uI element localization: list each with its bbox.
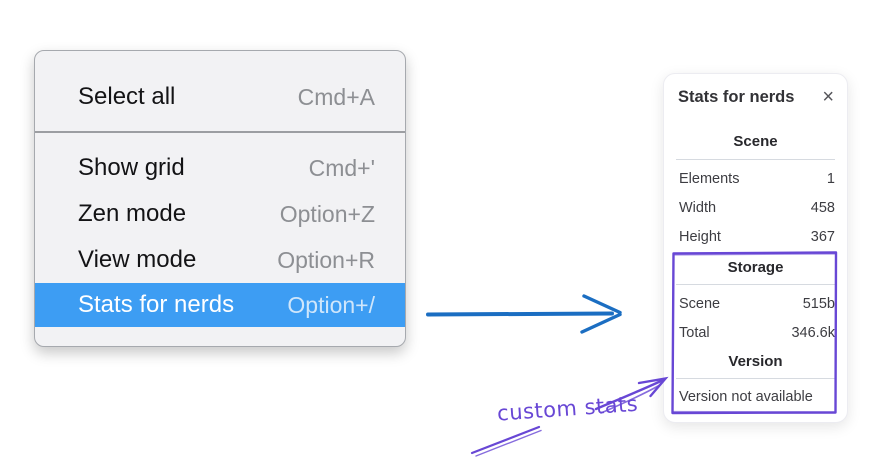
menu-item-label: Stats for nerds (78, 291, 235, 318)
close-icon[interactable]: × (822, 86, 834, 108)
stat-label: Scene (679, 295, 721, 312)
section-heading-storage: Storage (727, 259, 784, 276)
menu-item-select-all[interactable]: Select all Cmd+A (35, 63, 405, 131)
stat-value: 367 (810, 228, 835, 245)
stat-label: Width (679, 199, 717, 216)
menu-item-view-mode[interactable]: View mode Option+R (35, 237, 405, 283)
section-divider (676, 378, 835, 379)
version-note: Version not available (679, 389, 813, 405)
menu-item-shortcut: Option+Z (279, 200, 375, 227)
menu-item-stats-for-nerds[interactable]: Stats for nerds Option+/ (35, 283, 405, 327)
stat-value: 515b (802, 295, 835, 312)
menu-item-label: Show grid (78, 154, 185, 181)
menu-item-label: Zen mode (78, 200, 187, 227)
annotation-label: custom stats (496, 391, 639, 426)
menu-item-shortcut: Option+/ (287, 291, 375, 318)
context-menu: Select all Cmd+A Show grid Cmd+' Zen mod… (34, 50, 406, 347)
section-divider (676, 284, 835, 285)
stat-value: 346.6k (791, 324, 835, 341)
flow-arrow (426, 294, 622, 334)
stat-row-height: Height 367 (664, 222, 847, 251)
stats-panel: Stats for nerds × Scene Elements 1 Width… (663, 73, 848, 423)
menu-item-shortcut: Option+R (277, 246, 375, 273)
stat-value: 1 (826, 170, 835, 187)
section-heading-version: Version (728, 353, 783, 370)
stat-row-elements: Elements 1 (664, 164, 847, 193)
menu-spacer (35, 133, 405, 145)
annotation-line (470, 425, 542, 457)
menu-item-shortcut: Cmd+A (297, 83, 375, 110)
section-divider (676, 159, 835, 160)
menu-item-shortcut: Cmd+' (308, 154, 375, 181)
menu-item-zen-mode[interactable]: Zen mode Option+Z (35, 191, 405, 237)
menu-item-label: Select all (78, 83, 176, 110)
stat-row-storage-total: Total 346.6k (664, 318, 847, 347)
menu-item-show-grid[interactable]: Show grid Cmd+' (35, 145, 405, 191)
stat-row-width: Width 458 (664, 193, 847, 222)
stat-row-storage-scene: Scene 515b (664, 289, 847, 318)
stats-panel-header: Stats for nerds × (664, 74, 847, 107)
menu-divider (35, 131, 405, 133)
menu-item-label: View mode (78, 246, 197, 273)
stat-value: 458 (810, 199, 835, 216)
stat-label: Elements (679, 170, 740, 187)
stat-label: Height (679, 228, 721, 245)
stats-panel-title: Stats for nerds (678, 88, 795, 106)
section-heading-scene: Scene (733, 133, 778, 150)
stat-label: Total (679, 324, 710, 341)
